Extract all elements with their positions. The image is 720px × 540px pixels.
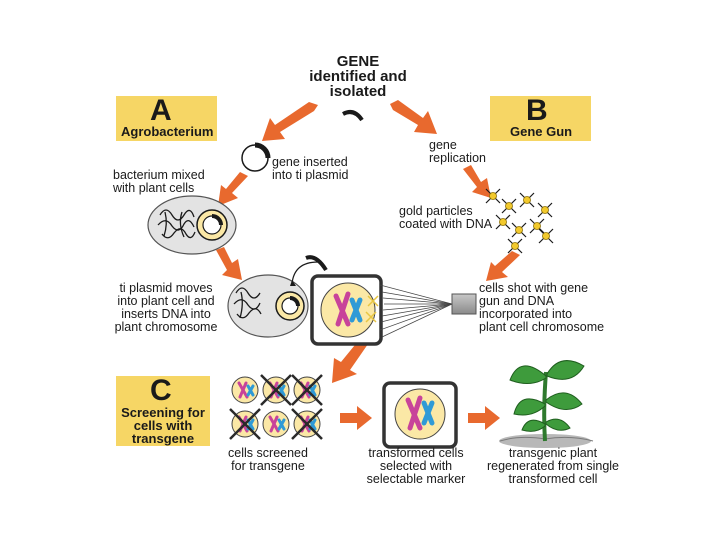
screened-cell xyxy=(229,408,261,440)
label-gold-particles: gold particles coated with DNA xyxy=(399,204,493,231)
panel-b-label: B Gene Gun xyxy=(490,94,591,141)
panel-b-letter: B xyxy=(526,94,548,127)
mixed-cells-icon xyxy=(147,195,237,255)
plasmid-transfer-cell-icon xyxy=(227,255,328,338)
gene-gun-icon xyxy=(379,284,477,338)
screened-cell xyxy=(260,374,292,406)
label-transformed-cells: transformed cells selected with selectab… xyxy=(366,446,466,486)
screening-grid xyxy=(229,374,323,440)
screened-cell xyxy=(291,374,323,406)
target-plant-cell xyxy=(310,274,383,346)
gene-fragment-icon xyxy=(342,110,364,122)
label-plasmid-moves: ti plasmid moves into plant cell and ins… xyxy=(114,281,218,334)
arrow-screen-to-selected xyxy=(340,406,372,430)
arrow-mixed-to-transfer xyxy=(216,247,242,280)
transgenic-plant-icon xyxy=(499,360,594,448)
panel-c-letter: C xyxy=(150,374,172,407)
label-gene-replication: gene replication xyxy=(429,138,486,165)
gold-particles-icon xyxy=(485,188,554,254)
arrow-gold-to-shot xyxy=(486,251,520,281)
gold-particle xyxy=(538,228,554,244)
arrow-replication-to-gold xyxy=(463,165,491,198)
panel-a-title: Agrobacterium xyxy=(121,124,214,139)
panel-c-title: Screening for cells with transgene xyxy=(121,405,205,446)
gold-particle xyxy=(519,192,535,208)
gold-particle xyxy=(501,198,517,214)
panel-a-letter: A xyxy=(150,94,172,127)
screened-cell xyxy=(262,410,290,438)
arrow-plasmid-to-cells xyxy=(218,172,248,206)
gold-particle xyxy=(485,188,501,204)
gold-particle xyxy=(537,202,553,218)
flow-arrows xyxy=(216,100,520,430)
gene-title: GENE identified and isolated xyxy=(309,53,407,100)
arrow-selected-to-plant xyxy=(468,406,500,430)
gold-particle xyxy=(495,214,511,230)
arrow-gene-to-b xyxy=(390,100,437,134)
label-transgenic-plant: transgenic plant regenerated from single… xyxy=(486,446,620,486)
label-cells-screened: cells screened for transgene xyxy=(228,446,308,473)
ti-plasmid-icon xyxy=(241,142,271,172)
label-cells-shot: cells shot with gene gun and DNA incorpo… xyxy=(479,281,605,334)
panel-c-label: C Screening for cells with transgene xyxy=(116,374,210,446)
arrow-gene-to-a xyxy=(262,102,318,141)
label-gene-inserted: gene inserted into ti plasmid xyxy=(272,155,349,182)
panel-b-title: Gene Gun xyxy=(510,124,573,139)
screened-cell xyxy=(291,408,323,440)
panel-a-label: A Agrobacterium xyxy=(116,94,217,141)
screened-cell xyxy=(231,376,259,404)
transformed-cell-icon xyxy=(382,381,458,449)
label-bacterium-mixed: bacterium mixed with plant cells xyxy=(113,168,205,195)
gold-particle xyxy=(507,238,523,254)
arrow-to-screening xyxy=(332,340,368,383)
gold-particle xyxy=(511,222,527,238)
gold-particle xyxy=(529,218,545,234)
